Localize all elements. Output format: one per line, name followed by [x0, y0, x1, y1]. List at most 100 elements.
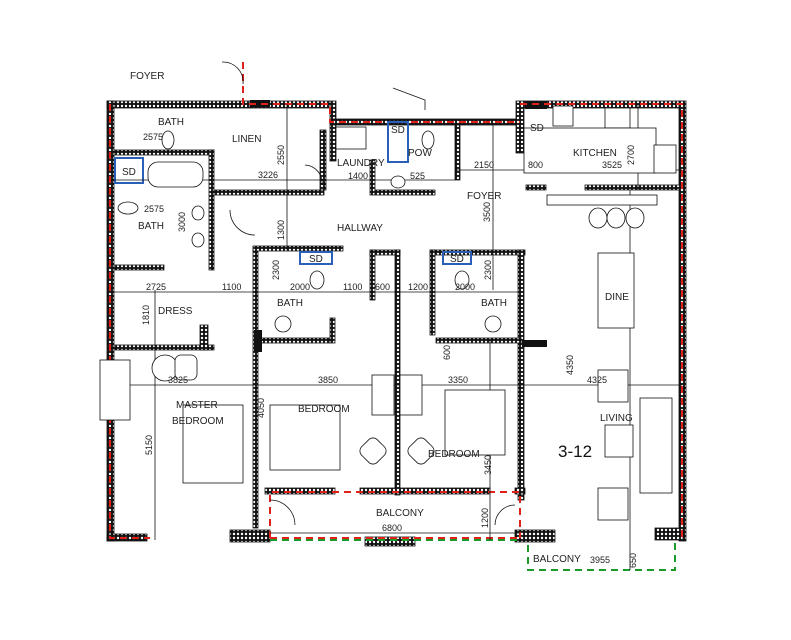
room-label-master-bedroom: BEDROOM: [172, 416, 224, 427]
lounge-chair-icon: [407, 437, 435, 465]
shower-drain-labels: SD SD SD SD SD: [122, 123, 544, 265]
dimension-label: 1400: [348, 171, 368, 181]
kitchen-counter: [523, 127, 657, 174]
dimension-label: 1100: [222, 282, 241, 292]
vanity-icon: [99, 359, 131, 421]
room-label-dine: DINE: [605, 292, 629, 303]
dimension-label: 5150: [144, 435, 154, 455]
bed-icon: [444, 389, 506, 456]
sink-icon: [390, 175, 406, 189]
unit-number: 3-12: [558, 442, 592, 461]
dimension-label: 650: [628, 553, 638, 568]
dimension-label: 2700: [626, 145, 636, 165]
toilet-icon: [161, 130, 175, 150]
dimension-label: 2575: [144, 204, 164, 214]
dimension-label: 2000: [290, 282, 310, 292]
room-label-bath: BATH: [158, 117, 184, 128]
room-label-bath: BATH: [277, 298, 303, 309]
dining-table-icon: [597, 252, 635, 329]
furniture: [99, 61, 677, 526]
armchair-icon: [597, 487, 629, 521]
sink-icon: [484, 315, 502, 333]
shower-drain-outline: [387, 121, 409, 163]
toilet-icon: [454, 270, 470, 290]
balcony-boundary-green: [270, 539, 676, 571]
dimension-label: 3000: [177, 212, 187, 232]
dimension-label: 2725: [146, 282, 166, 292]
dimension-label: 1100: [343, 282, 362, 292]
chair-icon: [174, 354, 198, 381]
dimension-label: 600: [442, 345, 452, 360]
dimension-label: 2300: [271, 260, 281, 280]
room-label-balcony: BALCONY: [533, 554, 581, 565]
toilet-icon: [117, 201, 139, 215]
room-label-bedroom: BEDROOM: [428, 449, 480, 460]
room-label-foyer: FOYER: [467, 191, 501, 202]
dimension-label: 3825: [168, 375, 188, 385]
washer-dryer-icon: [335, 126, 367, 150]
dimension-label: 1200: [408, 282, 428, 292]
dimension-label: 3525: [602, 160, 622, 170]
room-label-linen: LINEN: [232, 134, 261, 145]
sd-label: SD: [530, 123, 544, 134]
toilet-icon: [309, 270, 325, 290]
dimension-label: 2150: [474, 160, 494, 170]
dimension-label: 2300: [483, 260, 493, 280]
master-bed-icon: [182, 404, 244, 484]
room-label-dress: DRESS: [158, 306, 193, 317]
sd-label: SD: [309, 254, 323, 265]
room-label-living: LIVING: [600, 413, 633, 424]
dimension-label: 4350: [565, 355, 575, 375]
dimension-labels: 2575 2550 3226 1400 525 2150 800 3525 27…: [141, 132, 638, 568]
armchair-icon: [597, 369, 629, 403]
room-labels: FOYER BATH LINEN LAUNDRY POW KITCHEN BAT…: [130, 71, 633, 565]
dimension-label: 1810: [141, 305, 151, 325]
sink-icon: [191, 205, 205, 221]
sd-label: SD: [391, 125, 405, 136]
sofa-icon: [639, 397, 673, 494]
lounge-chair-icon: [359, 437, 387, 465]
toilet-icon: [421, 130, 435, 150]
dimension-label: 3955: [590, 555, 610, 565]
room-label-pow: POW: [408, 148, 432, 159]
sd-label: SD: [450, 254, 464, 265]
boundary-line-red: [109, 62, 683, 539]
dimension-label: 3450: [483, 455, 493, 475]
kitchen-sink-icon: [604, 107, 631, 129]
dimension-label: 525: [410, 171, 425, 181]
dimension-label: 2550: [276, 145, 286, 165]
dimension-label: 800: [528, 160, 543, 170]
cooktop-icon: [653, 144, 677, 174]
shower-drain-outline: [114, 157, 144, 184]
sink-icon: [274, 315, 292, 333]
dimension-label: 3226: [258, 170, 278, 180]
kitchen-island: [546, 194, 658, 206]
dimension-label: 4325: [587, 375, 607, 385]
room-label-bath: BATH: [138, 221, 164, 232]
dimension-label: 1200: [480, 508, 490, 528]
dimension-label: 6800: [382, 523, 402, 533]
dimension-label: 3350: [448, 375, 468, 385]
coffee-table-icon: [604, 424, 634, 458]
bathtub-icon: [147, 161, 204, 188]
bed-icon: [269, 404, 341, 471]
sink-icon: [191, 232, 205, 248]
interior-walls: [113, 124, 681, 529]
dimension-label: 2000: [455, 282, 475, 292]
fridge-icon: [552, 105, 574, 127]
dimension-label: 3850: [318, 375, 338, 385]
room-label-bedroom: BEDROOM: [298, 404, 350, 415]
bar-stool-icon: [625, 207, 645, 229]
shower-drain-outline: [299, 251, 333, 265]
shower-drain-outline: [442, 251, 472, 265]
bar-stool-icon: [588, 207, 608, 229]
dimension-label: 1300: [276, 220, 286, 240]
dimension-label: 4050: [256, 398, 266, 418]
room-label-kitchen: KITCHEN: [573, 148, 617, 159]
armchair-icon: [399, 374, 423, 416]
dimension-label: 2575: [143, 132, 163, 142]
room-label-foyer-outside: FOYER: [130, 71, 164, 82]
room-label-master: MASTER: [176, 400, 218, 411]
bar-stool-icon: [606, 207, 626, 229]
